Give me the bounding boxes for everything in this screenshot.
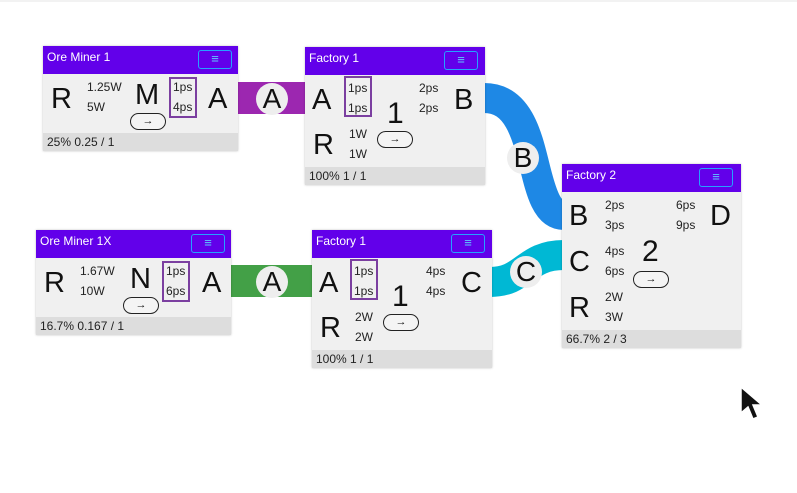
output-rate-max: 2ps: [419, 101, 439, 115]
rate-current: 1ps: [173, 80, 193, 94]
factory-count: 2: [642, 235, 659, 268]
arrow-right-icon: →: [142, 115, 154, 127]
node-header[interactable]: Ore Miner 1 ≡: [43, 46, 238, 74]
node-factory-1-bottom[interactable]: Factory 1 ≡ A 1ps 1ps R 2W 2W 1 → 4ps 4p…: [312, 230, 492, 368]
hamburger-menu-icon: ≡: [712, 169, 720, 184]
input-c-rate-max: 6ps: [605, 264, 625, 278]
output-resource: A: [208, 83, 228, 115]
status-bar: 100% 1 / 1: [312, 350, 492, 368]
factory-count: 1: [392, 280, 409, 313]
input-resource-r: R: [44, 267, 65, 299]
input-a-rate-max: 1ps: [348, 101, 368, 115]
node-header[interactable]: Factory 1 ≡: [312, 230, 492, 258]
output-rate-current: 4ps: [426, 264, 446, 278]
advance-button[interactable]: →: [377, 131, 413, 148]
rate-max: 4ps: [173, 100, 193, 114]
input-b-rate-current: 2ps: [605, 198, 625, 212]
arrow-right-icon: →: [389, 133, 401, 145]
advance-button[interactable]: →: [130, 113, 166, 130]
link-c-cyan-badge: C: [510, 256, 542, 288]
input-resource-r: R: [569, 292, 590, 324]
node-factory-2[interactable]: Factory 2 ≡ B 2ps 3ps C 4ps 6ps R 2W 3W …: [562, 164, 741, 348]
menu-button[interactable]: ≡: [451, 234, 485, 253]
input-a-rate-current: 1ps: [348, 81, 368, 95]
node-factory-1-top[interactable]: Factory 1 ≡ A 1ps 1ps R 1W 1W 1 → 2ps 2p…: [305, 47, 485, 185]
node-title: Ore Miner 1X: [40, 234, 112, 248]
status-bar: 16.7% 0.167 / 1: [36, 317, 231, 335]
top-border: [0, 0, 797, 2]
status-bar: 66.7% 2 / 3: [562, 330, 741, 348]
status-bar: 25% 0.25 / 1: [43, 133, 238, 151]
node-header[interactable]: Ore Miner 1X ≡: [36, 230, 231, 258]
advance-button[interactable]: →: [383, 314, 419, 331]
power-current: 2W: [605, 290, 623, 304]
output-resource: C: [461, 267, 482, 299]
rate-box: [344, 76, 372, 117]
arrow-right-icon: →: [395, 316, 407, 328]
power-max: 5W: [87, 100, 105, 114]
rate-max: 6ps: [166, 284, 186, 298]
advance-button[interactable]: →: [633, 271, 669, 288]
power-max: 3W: [605, 310, 623, 324]
power-max: 2W: [355, 330, 373, 344]
power-current: 1.67W: [80, 264, 115, 278]
node-header[interactable]: Factory 1 ≡: [305, 47, 485, 75]
output-rate-current: 2ps: [419, 81, 439, 95]
advance-button[interactable]: →: [123, 297, 159, 314]
input-c-rate-current: 4ps: [605, 244, 625, 258]
rate-box: [169, 77, 197, 118]
output-resource: A: [202, 267, 222, 299]
input-resource-a: A: [319, 267, 339, 299]
status-bar: 100% 1 / 1: [305, 167, 485, 185]
output-resource: B: [454, 84, 474, 116]
output-resource: D: [710, 200, 731, 232]
output-rate-current: 6ps: [676, 198, 696, 212]
arrow-right-icon: →: [135, 299, 147, 311]
node-title: Ore Miner 1: [47, 50, 111, 64]
input-a-rate-current: 1ps: [354, 264, 374, 278]
factory-count: 1: [387, 97, 404, 130]
hamburger-menu-icon: ≡: [457, 52, 465, 67]
hamburger-menu-icon: ≡: [204, 235, 212, 250]
input-a-rate-max: 1ps: [354, 284, 374, 298]
input-resource-r: R: [313, 129, 334, 161]
node-header[interactable]: Factory 2 ≡: [562, 164, 741, 192]
node-title: Factory 1: [309, 51, 360, 65]
menu-button[interactable]: ≡: [444, 51, 478, 70]
power-current: 1.25W: [87, 80, 122, 94]
input-b-rate-max: 3ps: [605, 218, 625, 232]
rate-box: [350, 259, 378, 300]
power-current: 2W: [355, 310, 373, 324]
power-current: 1W: [349, 127, 367, 141]
output-rate-max: 4ps: [426, 284, 446, 298]
power-max: 1W: [349, 147, 367, 161]
input-resource-r: R: [51, 83, 72, 115]
link-a-green-badge: A: [256, 266, 288, 298]
hamburger-menu-icon: ≡: [464, 235, 472, 250]
input-resource-r: R: [320, 312, 341, 344]
hamburger-menu-icon: ≡: [211, 51, 219, 66]
output-rate-max: 9ps: [676, 218, 696, 232]
input-resource-b: B: [569, 200, 589, 232]
link-b-blue-badge: B: [507, 142, 539, 174]
node-ore-miner-1[interactable]: Ore Miner 1 ≡ R 1.25W 5W M 1ps 4ps A → 2…: [43, 46, 238, 151]
node-title: Factory 1: [316, 234, 367, 248]
rate-current: 1ps: [166, 264, 186, 278]
input-resource-a: A: [312, 84, 332, 116]
rate-box: [162, 261, 190, 302]
recipe-label: N: [130, 263, 151, 295]
node-title: Factory 2: [566, 168, 617, 182]
menu-button[interactable]: ≡: [198, 50, 232, 69]
power-max: 10W: [80, 284, 105, 298]
menu-button[interactable]: ≡: [191, 234, 225, 253]
link-a-purple-badge: A: [256, 83, 288, 115]
mouse-pointer-icon: [740, 386, 764, 420]
menu-button[interactable]: ≡: [699, 168, 733, 187]
input-resource-c: C: [569, 246, 590, 278]
recipe-label: M: [135, 79, 160, 111]
node-ore-miner-1x[interactable]: Ore Miner 1X ≡ R 1.67W 10W N 1ps 6ps A →…: [36, 230, 231, 335]
arrow-right-icon: →: [645, 273, 657, 285]
